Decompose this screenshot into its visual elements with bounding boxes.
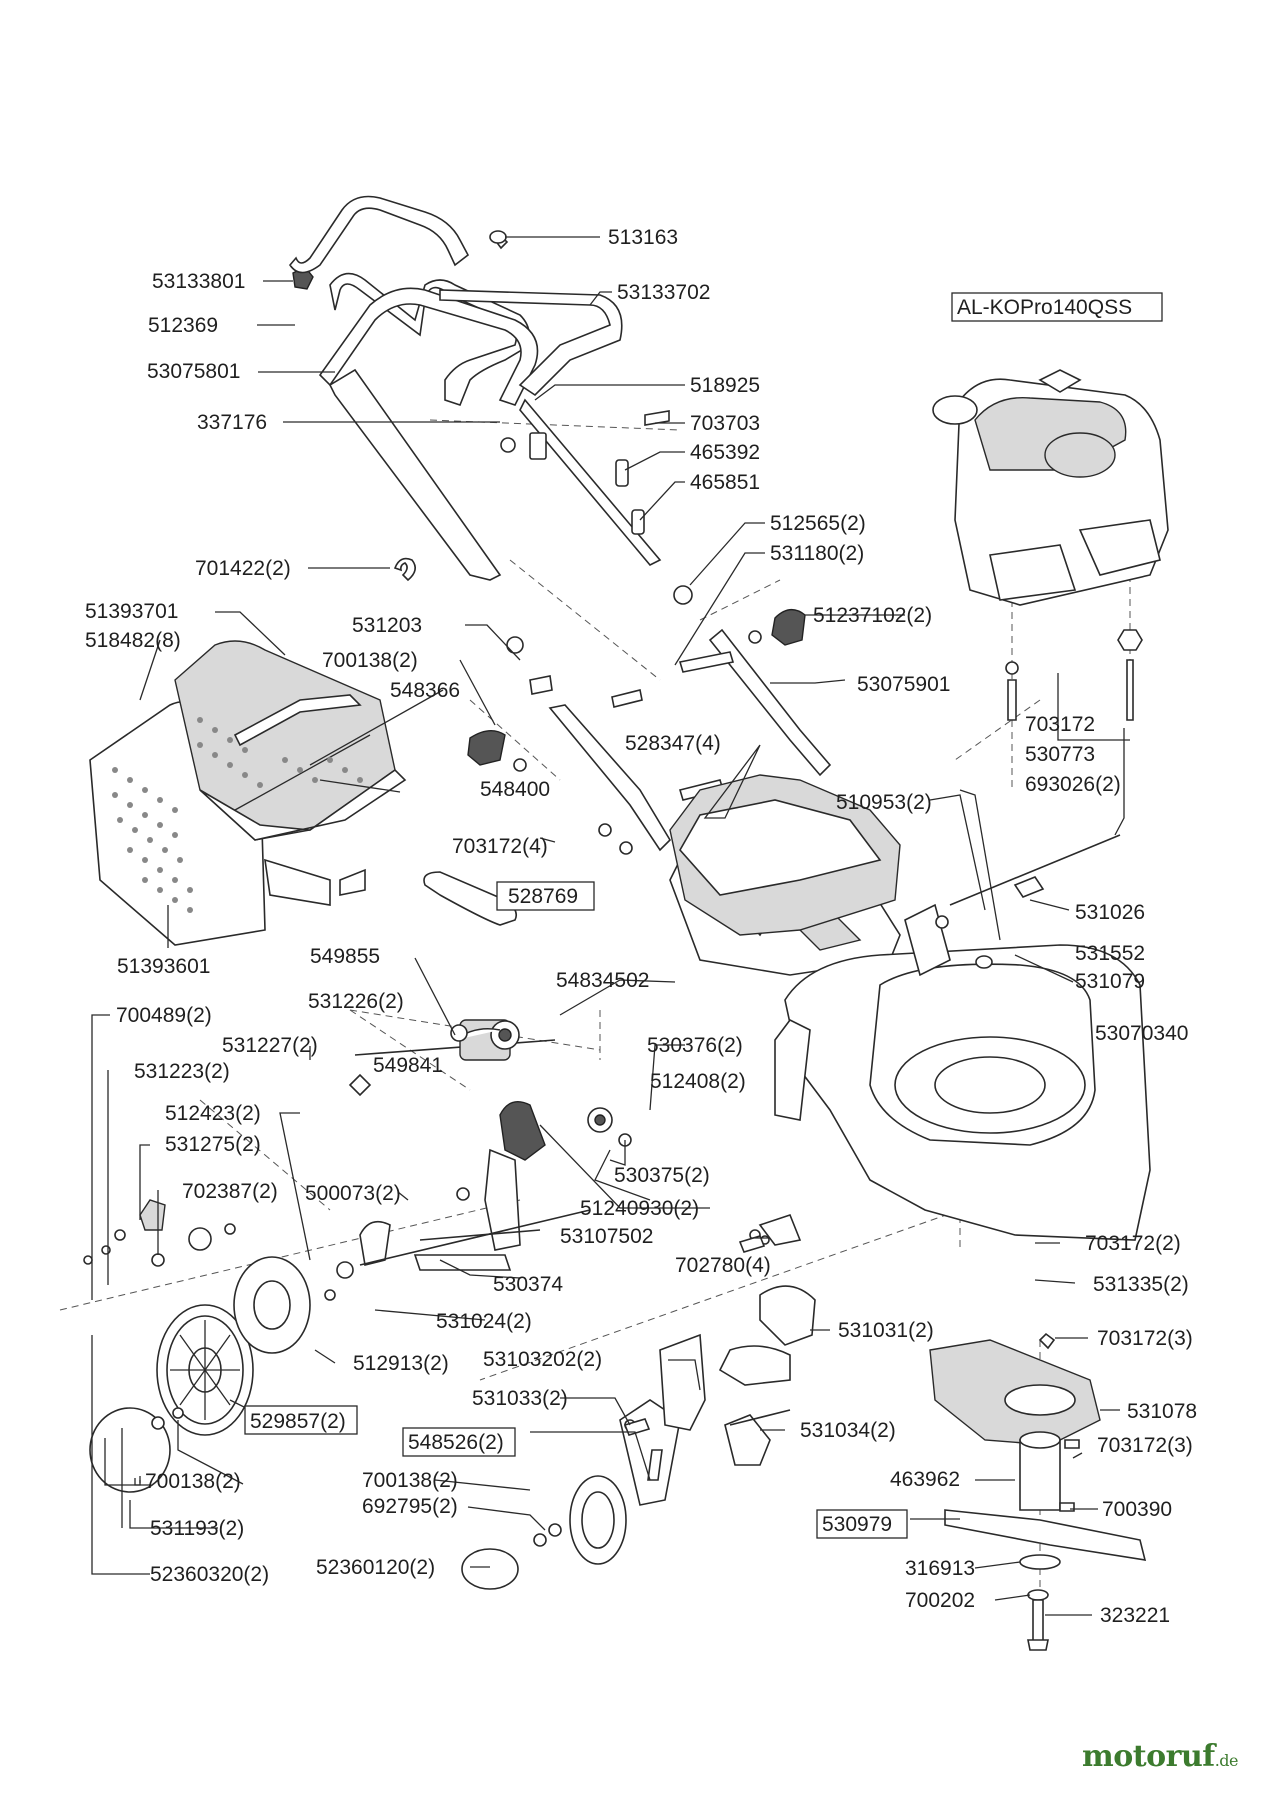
mower-deck — [774, 903, 1151, 1241]
blade-assembly — [929, 1332, 1147, 1651]
engine — [932, 369, 1169, 721]
part-label: 703172(4) — [452, 835, 548, 858]
part-label: 700202 — [905, 1589, 975, 1612]
part-label: 510953(2) — [836, 791, 932, 814]
part-label: 531552 — [1075, 942, 1145, 965]
part-label: 465851 — [690, 471, 760, 494]
part-label: 531031(2) — [838, 1319, 934, 1342]
part-label: 531024(2) — [436, 1310, 532, 1333]
part-labels: AL-KOPro140QSS 513163 53133801 53133702 … — [85, 226, 1197, 1627]
part-label: 701422(2) — [195, 557, 291, 580]
part-label: 531034(2) — [800, 1419, 896, 1442]
part-label: 53075801 — [147, 360, 240, 383]
part-label: 53075901 — [857, 673, 950, 696]
part-label: 530374 — [493, 1273, 563, 1296]
part-label: 548526(2) — [408, 1431, 504, 1454]
part-label: 518925 — [690, 374, 760, 397]
part-label: 703172(3) — [1097, 1327, 1193, 1350]
part-label: 528347(4) — [625, 732, 721, 755]
part-label: 316913 — [905, 1557, 975, 1580]
part-label: 549855 — [310, 945, 380, 968]
part-label: 702387(2) — [182, 1180, 278, 1203]
part-label: 52360320(2) — [150, 1563, 269, 1586]
part-label: 512408(2) — [650, 1070, 746, 1093]
part-label: 700138(2) — [322, 649, 418, 672]
part-label: 512369 — [148, 314, 218, 337]
part-label: 518482(8) — [85, 629, 181, 652]
part-label: 54834502 — [556, 969, 649, 992]
part-label: 531335(2) — [1093, 1273, 1189, 1296]
part-label: 531079 — [1075, 970, 1145, 993]
part-label: 703703 — [690, 412, 760, 435]
part-label: 53107502 — [560, 1225, 653, 1248]
engine-model-label: AL-KOPro140QSS — [957, 296, 1132, 319]
part-label: 531275(2) — [165, 1133, 261, 1156]
upper-handle — [318, 272, 662, 581]
part-label: 51240930(2) — [580, 1197, 699, 1220]
part-label: 548400 — [480, 778, 550, 801]
boxed-labels — [244, 292, 1163, 1539]
part-label: 463962 — [890, 1468, 960, 1491]
part-label: 530376(2) — [647, 1034, 743, 1057]
part-label: 53133702 — [617, 281, 710, 304]
part-label: 530979 — [822, 1513, 892, 1536]
part-label: 700138(2) — [145, 1470, 241, 1493]
part-label: 703172(2) — [1085, 1232, 1181, 1255]
part-label: 500073(2) — [305, 1182, 401, 1205]
front-axle-parts — [623, 1214, 816, 1481]
part-label: 531223(2) — [134, 1060, 230, 1083]
part-label: 531078 — [1127, 1400, 1197, 1423]
part-label: 700138(2) — [362, 1469, 458, 1492]
part-label: 703172 — [1025, 713, 1095, 736]
part-label: 51393601 — [117, 955, 210, 978]
part-label: 51393701 — [85, 600, 178, 623]
part-label: 513163 — [608, 226, 678, 249]
top-handle-bar — [288, 195, 470, 274]
rear-wheel-left — [83, 1199, 354, 1493]
part-label: 52360120(2) — [316, 1556, 435, 1579]
part-label: 548366 — [390, 679, 460, 702]
part-label: 53133801 — [152, 270, 245, 293]
spring-clip — [393, 557, 416, 582]
part-label: 700489(2) — [116, 1004, 212, 1027]
leader-lines — [91, 236, 1130, 1616]
drive-belt — [423, 871, 518, 926]
part-label: 53070340 — [1095, 1022, 1188, 1045]
part-label: 512423(2) — [165, 1102, 261, 1125]
motoruf-watermark: motoruf.de — [1082, 1739, 1238, 1774]
watermark-tld: .de — [1214, 1751, 1239, 1770]
part-label: 323221 — [1100, 1604, 1170, 1627]
part-label: 529857(2) — [250, 1410, 346, 1433]
part-label: 512913(2) — [353, 1352, 449, 1375]
part-label: 465392 — [690, 441, 760, 464]
part-label: 531226(2) — [308, 990, 404, 1013]
part-label: 693026(2) — [1025, 773, 1121, 796]
part-label: 700390 — [1102, 1498, 1172, 1521]
part-label: 702780(4) — [675, 1254, 771, 1277]
part-label: 531193(2) — [150, 1517, 244, 1540]
front-cover — [669, 774, 901, 936]
grass-catcher — [89, 640, 407, 946]
part-label: 692795(2) — [362, 1495, 458, 1518]
part-label: 512565(2) — [770, 512, 866, 535]
rear-axle — [935, 834, 1121, 969]
gearbox — [348, 1019, 556, 1097]
watermark-name: motoruf — [1082, 1739, 1215, 1774]
part-label: 528769 — [508, 885, 578, 908]
part-label: 531026 — [1075, 901, 1145, 924]
part-label: 530375(2) — [614, 1164, 710, 1187]
part-label: 531227(2) — [222, 1034, 318, 1057]
part-label: 337176 — [197, 411, 267, 434]
part-label: 531180(2) — [770, 542, 864, 565]
catcher-grid — [112, 717, 363, 913]
part-label: 549841 — [373, 1054, 443, 1077]
part-label: 703172(3) — [1097, 1434, 1193, 1457]
part-label: 531033(2) — [472, 1387, 568, 1410]
part-label: 51237102(2) — [813, 604, 932, 627]
part-label: 531203 — [352, 614, 422, 637]
part-label: 53103202(2) — [483, 1348, 602, 1371]
part-label: 530773 — [1025, 743, 1095, 766]
